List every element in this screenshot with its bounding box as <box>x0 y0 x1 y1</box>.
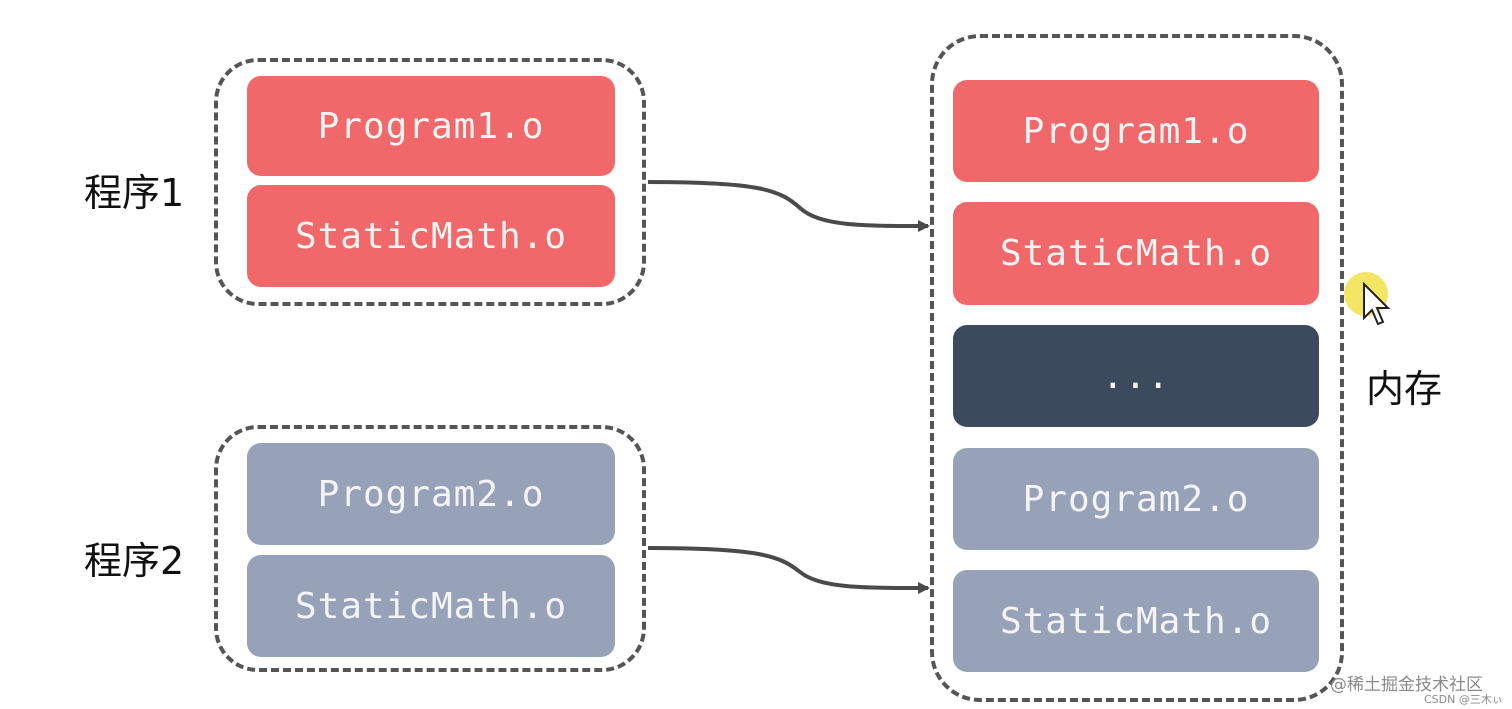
program1-object-block: Program1.o <box>247 76 615 176</box>
program1-group <box>214 58 646 306</box>
program2-object-block: Program2.o <box>247 443 615 545</box>
program2-group <box>214 425 646 672</box>
cursor-pointer-icon <box>1363 281 1391 326</box>
memory-staticmath-block-2: StaticMath.o <box>953 570 1319 672</box>
memory-program2-block: Program2.o <box>953 448 1319 550</box>
memory-group <box>930 34 1344 702</box>
memory-program1-block: Program1.o <box>953 80 1319 182</box>
program1-staticmath-block: StaticMath.o <box>247 185 615 287</box>
arrow-program1-to-memory <box>647 180 930 232</box>
memory-ellipsis-block: ... <box>953 325 1319 427</box>
program1-label: 程序1 <box>84 171 185 215</box>
memory-label: 内存 <box>1366 367 1443 411</box>
program2-staticmath-block: StaticMath.o <box>247 555 615 657</box>
program2-label: 程序2 <box>84 539 185 583</box>
watermark-juejin: @稀土掘金技术社区 <box>1330 675 1483 695</box>
arrow-program2-to-memory <box>647 546 930 594</box>
watermark-csdn: CSDN @三木ぃ <box>1424 693 1503 706</box>
memory-staticmath-block-1: StaticMath.o <box>953 202 1319 305</box>
